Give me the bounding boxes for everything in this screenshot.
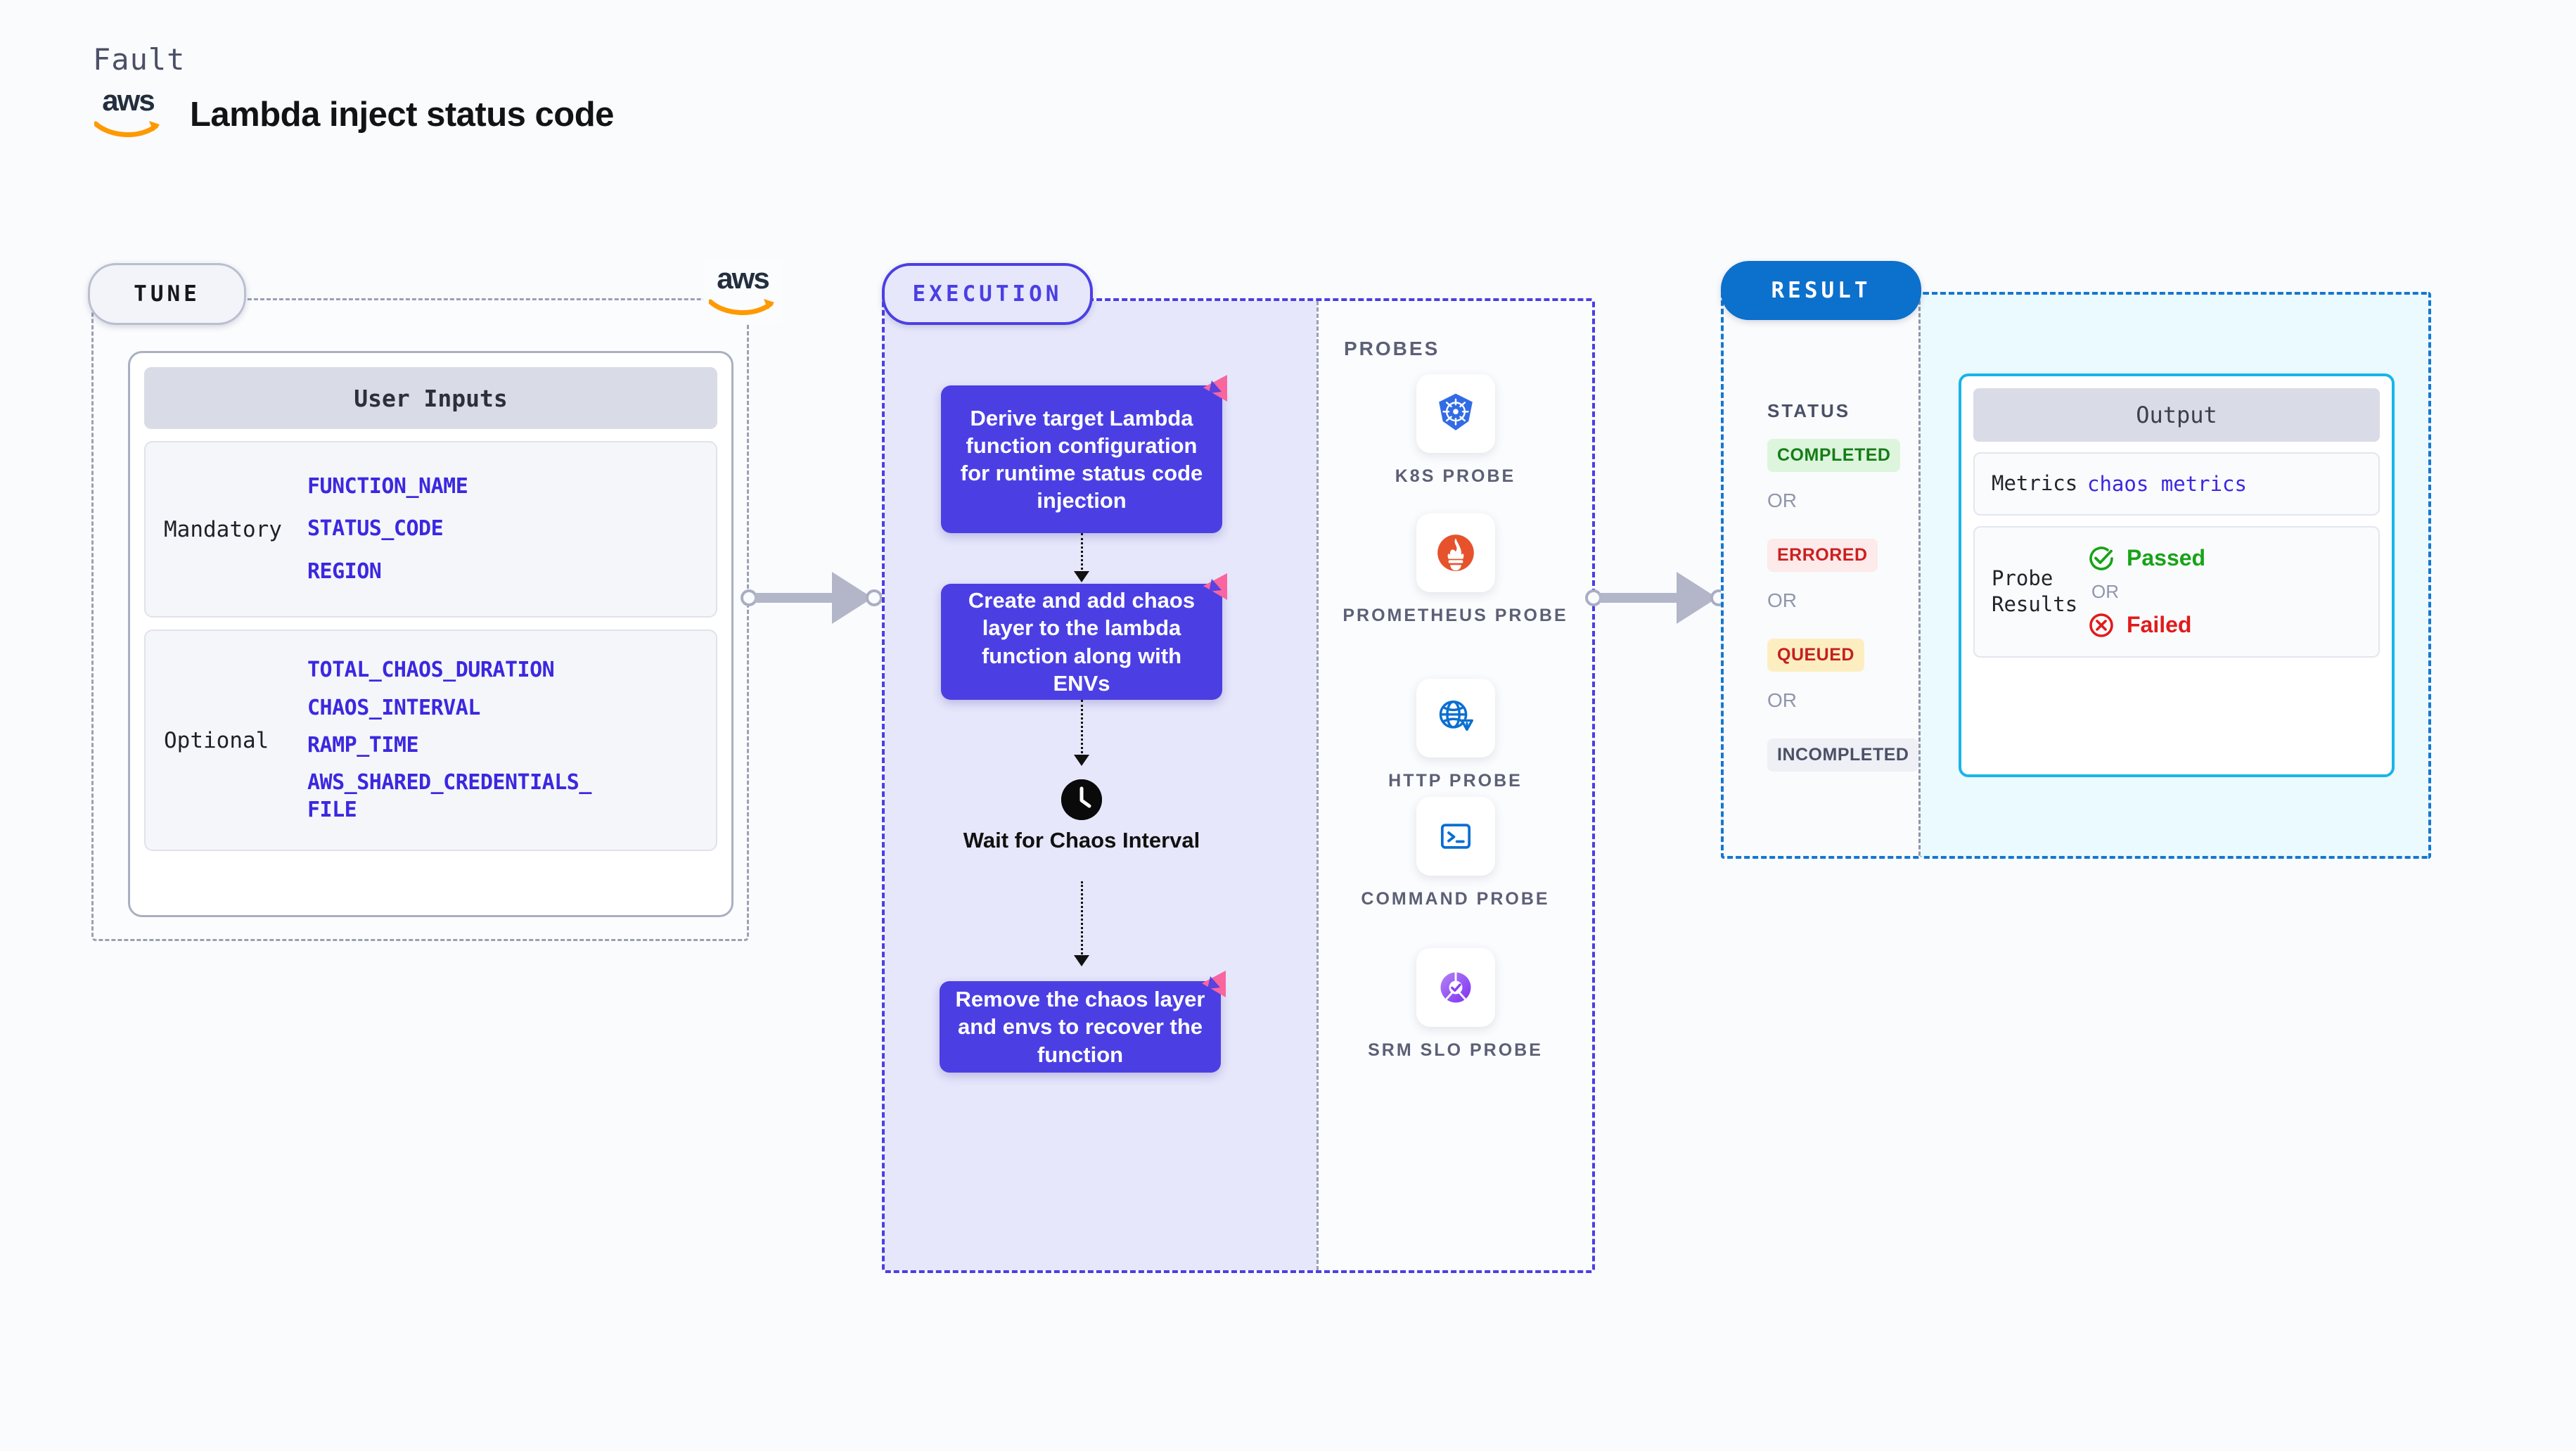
terminal-icon xyxy=(1416,797,1495,876)
flow-arrow-2 xyxy=(1074,755,1089,766)
connector-tune-to-execution xyxy=(741,570,888,626)
metrics-row: Metrics chaos metrics xyxy=(1973,452,2380,516)
probe-result-failed: Failed xyxy=(2087,611,2205,639)
probe-k8s-label: K8S PROBE xyxy=(1395,466,1516,486)
clock-icon xyxy=(1061,779,1102,820)
kubernetes-icon xyxy=(1416,374,1495,453)
status-or-2: OR xyxy=(1767,589,1797,611)
mandatory-label: Mandatory xyxy=(164,516,282,542)
srm-slo-icon xyxy=(1416,948,1495,1027)
result-pill-label: RESULT xyxy=(1721,261,1921,320)
tune-pill-label: TUNE xyxy=(88,263,246,325)
flow-connector-2 xyxy=(1081,700,1083,758)
aws-swoosh-icon xyxy=(94,121,160,137)
check-circle-icon xyxy=(2089,546,2113,570)
param-aws-shared-credentials-file: AWS_SHARED_CREDENTIALS_ FILE xyxy=(307,770,591,822)
status-badge-incompleted: INCOMPLETED xyxy=(1767,739,1919,772)
status-title: STATUS xyxy=(1767,400,1851,421)
flow-arrow-3 xyxy=(1074,955,1089,966)
tune-panel: TUNE User Inputs Mandatory FUNCTION_NAME… xyxy=(88,263,749,941)
status-or-1: OR xyxy=(1767,490,1797,511)
probe-results-values: Passed OR Failed xyxy=(2087,544,2205,639)
output-title: Output xyxy=(1973,388,2380,442)
chaos-flag-icon xyxy=(1203,375,1227,402)
probe-srm-slo[interactable]: SRM SLO PROBE xyxy=(1319,948,1592,1063)
probe-prometheus-label: PROMETHEUS PROBE xyxy=(1343,606,1568,625)
flow-connector-1 xyxy=(1081,533,1083,574)
probe-prometheus[interactable]: PROMETHEUS PROBE xyxy=(1319,513,1592,628)
connector-bar xyxy=(1599,593,1698,603)
probe-result-passed: Passed xyxy=(2087,544,2205,573)
flow-connector-3 xyxy=(1081,881,1083,959)
probe-http[interactable]: HTTP PROBE xyxy=(1319,679,1592,793)
passed-label: Passed xyxy=(2127,545,2206,571)
aws-logo-badge: aws xyxy=(703,259,782,324)
wait-for-chaos-interval-label: Wait for Chaos Interval xyxy=(963,828,1200,852)
status-or-3: OR xyxy=(1767,689,1797,711)
failed-label: Failed xyxy=(2127,612,2192,638)
metrics-label: Metrics xyxy=(1992,471,2078,495)
connector-bar xyxy=(755,593,853,603)
optional-params-group: Optional TOTAL_CHAOS_DURATION CHAOS_INTE… xyxy=(144,629,717,852)
mandatory-params-group: Mandatory FUNCTION_NAME STATUS_CODE REGI… xyxy=(144,441,717,618)
execution-dashed-container: Derive target Lambda function configurat… xyxy=(882,298,1595,1273)
probes-column: PROBES xyxy=(1316,301,1592,1270)
flow-step-2-text: Create and add chaos layer to the lambda… xyxy=(968,588,1196,696)
x-circle-icon xyxy=(2089,613,2113,637)
metrics-value: chaos metrics xyxy=(2087,471,2247,496)
prometheus-icon xyxy=(1416,513,1495,592)
fault-category-label: Fault xyxy=(93,42,186,77)
status-badge-completed: COMPLETED xyxy=(1767,439,1901,472)
flow-arrow-1 xyxy=(1074,571,1089,582)
param-function-name: FUNCTION_NAME xyxy=(307,474,468,499)
execution-panel: Derive target Lambda function configurat… xyxy=(882,263,1595,1273)
connector-end-dot xyxy=(866,589,883,606)
user-inputs-title: User Inputs xyxy=(144,367,717,429)
result-panel: Output Metrics chaos metrics Probe Resul… xyxy=(1721,261,2431,859)
flow-step-final-text: Remove the chaos layer and envs to recov… xyxy=(955,987,1205,1067)
result-status-container: STATUS COMPLETED OR ERRORED OR QUEUED OR… xyxy=(1721,292,1921,859)
probe-command-label: COMMAND PROBE xyxy=(1361,889,1550,909)
probe-results-row: Probe Results Passed OR xyxy=(1973,525,2380,658)
param-region: REGION xyxy=(307,558,382,584)
probe-http-label: HTTP PROBE xyxy=(1388,771,1523,791)
probe-srm-slo-label: SRM SLO PROBE xyxy=(1368,1040,1543,1060)
chaos-flag-icon xyxy=(1202,971,1226,997)
aws-logo: aws xyxy=(93,84,172,143)
param-total-chaos-duration: TOTAL_CHAOS_DURATION xyxy=(307,658,555,683)
probes-title: PROBES xyxy=(1344,338,1440,359)
probe-results-label: Probe Results xyxy=(1992,565,2078,617)
status-badge-queued: QUEUED xyxy=(1767,639,1864,672)
param-status-code: STATUS_CODE xyxy=(307,516,444,542)
http-globe-icon xyxy=(1416,679,1495,758)
user-inputs-card: User Inputs Mandatory FUNCTION_NAME STAT… xyxy=(128,351,733,917)
aws-swoosh-icon xyxy=(709,299,774,315)
probe-command[interactable]: COMMAND PROBE xyxy=(1319,797,1592,912)
connector-execution-to-result xyxy=(1585,570,1733,626)
param-ramp-time: RAMP_TIME xyxy=(307,732,419,758)
page-header: Fault aws Lambda inject status code xyxy=(93,42,614,143)
flow-step-1[interactable]: Derive target Lambda function configurat… xyxy=(941,375,1227,533)
status-badge-errored: ERRORED xyxy=(1767,539,1878,572)
page-title: Lambda inject status code xyxy=(190,96,614,134)
output-card: Output Metrics chaos metrics Probe Resul… xyxy=(1959,373,2395,777)
chaos-flag-icon xyxy=(1203,573,1227,600)
optional-label: Optional xyxy=(164,727,269,753)
flow-step-1-text: Derive target Lambda function configurat… xyxy=(960,405,1203,513)
flow-step-final[interactable]: Remove the chaos layer and envs to recov… xyxy=(940,971,1226,1073)
result-output-container: Output Metrics chaos metrics Probe Resul… xyxy=(1921,292,2431,859)
probe-results-or: OR xyxy=(2091,580,2119,602)
param-chaos-interval: CHAOS_INTERVAL xyxy=(307,695,480,720)
execution-pill-label: EXECUTION xyxy=(882,263,1093,325)
flow-step-2[interactable]: Create and add chaos layer to the lambda… xyxy=(941,573,1227,700)
probe-k8s[interactable]: K8S PROBE xyxy=(1319,374,1592,489)
